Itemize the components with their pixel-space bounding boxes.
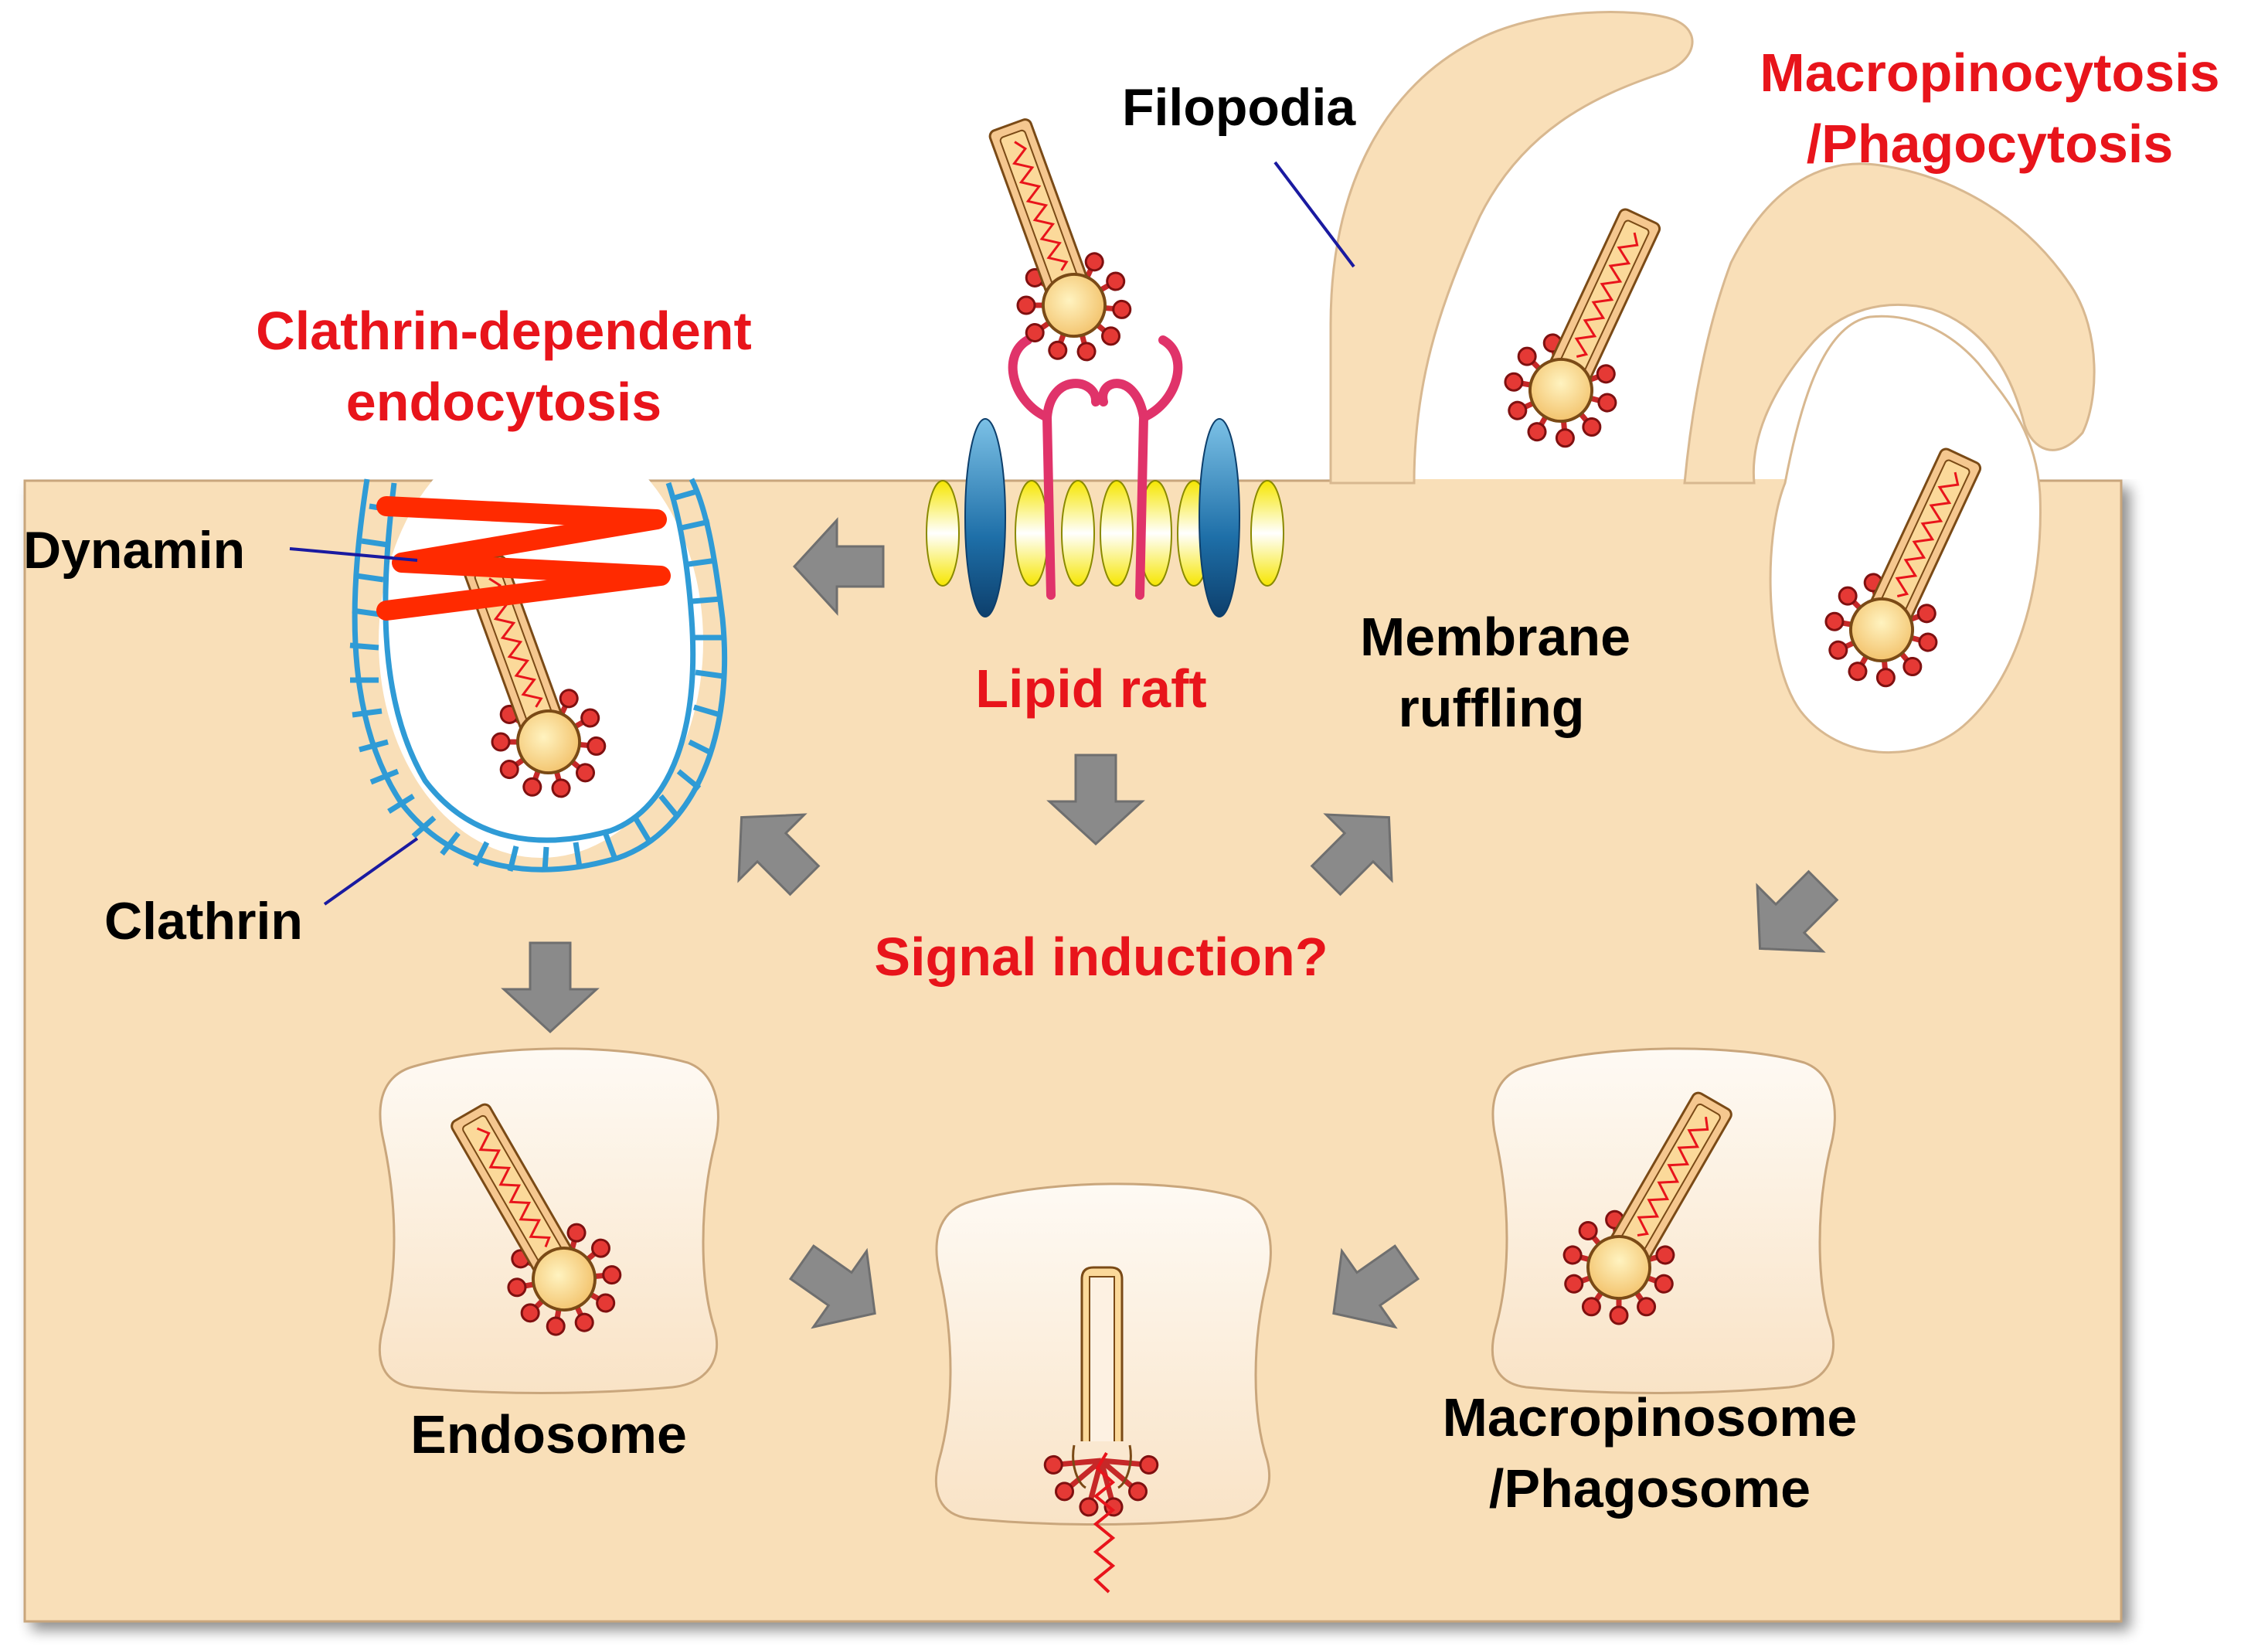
fusion-vesicle (934, 1182, 1272, 1594)
label-macro-title-2: /Phagocytosis (1807, 114, 2174, 174)
label-macropinosome-1: Macropinosome (1443, 1387, 1858, 1448)
uncoating-virus-icon (1044, 1266, 1158, 1594)
label-membrane-ruffling-1: Membrane (1360, 607, 1630, 667)
endosome-vesicle (378, 1047, 719, 1394)
receptor-icon (1008, 335, 1183, 600)
label-membrane-ruffling-2: ruffling (1398, 678, 1584, 738)
label-macropinosome-2: /Phagosome (1489, 1458, 1811, 1519)
label-clathrin-title-2: endocytosis (346, 372, 661, 432)
label-macro-title-1: Macropinocytosis (1760, 43, 2219, 103)
pointer-lines (289, 161, 1355, 906)
filopodia-pointer (1273, 161, 1355, 268)
membrane-ruffle-protrusion (1683, 162, 2096, 485)
label-lipid-raft: Lipid raft (975, 658, 1206, 719)
label-endosome: Endosome (410, 1404, 687, 1465)
label-clathrin: Clathrin (104, 892, 303, 951)
label-dynamin: Dynamin (23, 521, 245, 580)
clathrin-pointer (323, 837, 419, 906)
label-clathrin-title-1: Clathrin-dependent (256, 301, 752, 361)
label-signal-induction: Signal induction? (874, 927, 1328, 987)
filopodia-protrusion (1329, 11, 1694, 485)
lipid-raft-icon (926, 418, 1284, 617)
dynamin-pointer (289, 547, 418, 562)
dynamin-ring-icon (376, 496, 671, 621)
clathrin-coat-icon (349, 478, 728, 873)
label-filopodia: Filopodia (1122, 78, 1356, 137)
clathrin-coated-pit (349, 425, 728, 873)
macropinosome-vesicle (1491, 1047, 1836, 1394)
